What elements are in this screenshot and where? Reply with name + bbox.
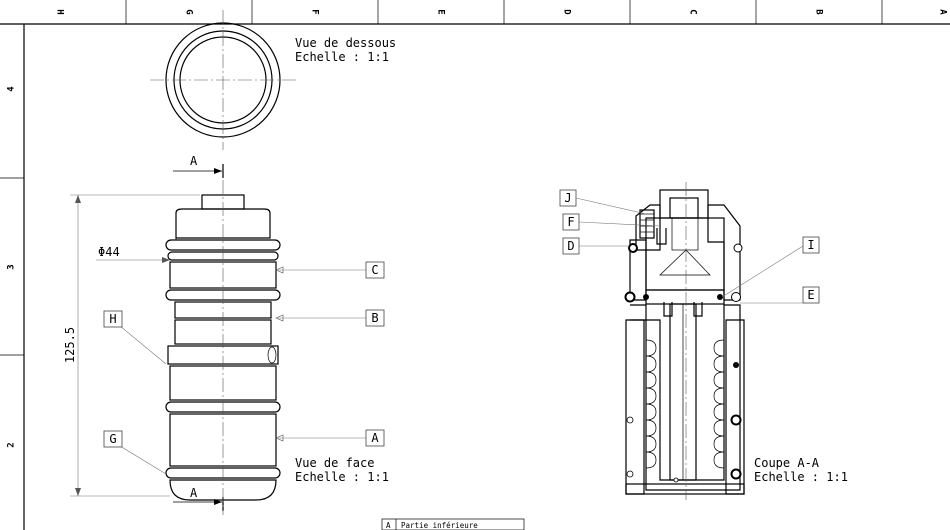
- title-block-description: Partie inférieure: [401, 521, 478, 530]
- callout-g: G: [109, 432, 116, 446]
- spring-right: [713, 339, 725, 469]
- front-view-scale: Echelle : 1:1: [295, 470, 389, 484]
- zone-row-label: 3: [7, 264, 17, 269]
- front-view-title: Vue de face: [295, 456, 374, 470]
- section-callouts: J F D I E: [559, 189, 820, 304]
- height-dimension: 125.5: [63, 327, 77, 363]
- zone-row-label: 2: [7, 442, 17, 447]
- zone-col-label: G: [184, 9, 194, 14]
- callout-a: A: [371, 431, 379, 445]
- bottom-view-scale: Echelle : 1:1: [295, 50, 389, 64]
- section-marker-top: A: [173, 154, 224, 178]
- front-dimensions: 125.5 Φ44: [63, 194, 200, 497]
- section-view-scale: Echelle : 1:1: [754, 470, 848, 484]
- callout-i: I: [807, 238, 814, 252]
- section-marker-label: A: [190, 486, 198, 500]
- zone-col-label: A: [938, 9, 948, 15]
- zone-col-label: E: [436, 9, 446, 14]
- zone-col-label: H: [55, 9, 65, 14]
- callout-d: D: [567, 239, 574, 253]
- section-view: [624, 182, 745, 500]
- callout-j: J: [564, 191, 571, 205]
- spring-left: [645, 339, 657, 469]
- section-marker-label: A: [190, 154, 198, 168]
- zone-row-label: 4: [7, 86, 17, 92]
- zone-col-label: D: [562, 9, 572, 15]
- callout-c: C: [371, 263, 378, 277]
- front-callouts: C B H G A: [103, 261, 385, 475]
- callout-e: E: [807, 288, 814, 302]
- zone-col-label: C: [688, 9, 698, 14]
- bottom-view: Vue de dessous Echelle : 1:1: [150, 10, 396, 150]
- column-labels: H G F E D C B A: [55, 9, 948, 15]
- zone-col-label: F: [310, 9, 320, 14]
- bottom-view-title: Vue de dessous: [295, 36, 396, 50]
- row-labels: 4 3 2: [7, 86, 17, 448]
- callout-b: B: [371, 311, 378, 325]
- title-block: A Partie inférieure: [381, 518, 525, 530]
- diameter-dimension: Φ44: [98, 245, 120, 259]
- zone-col-label: B: [814, 9, 824, 15]
- title-block-letter: A: [386, 521, 391, 530]
- callout-h: H: [109, 312, 116, 326]
- section-view-title: Coupe A-A: [754, 456, 820, 470]
- row-dividers: [0, 177, 24, 356]
- column-dividers: [125, 0, 883, 24]
- front-view: [165, 180, 281, 515]
- callout-f: F: [567, 215, 574, 229]
